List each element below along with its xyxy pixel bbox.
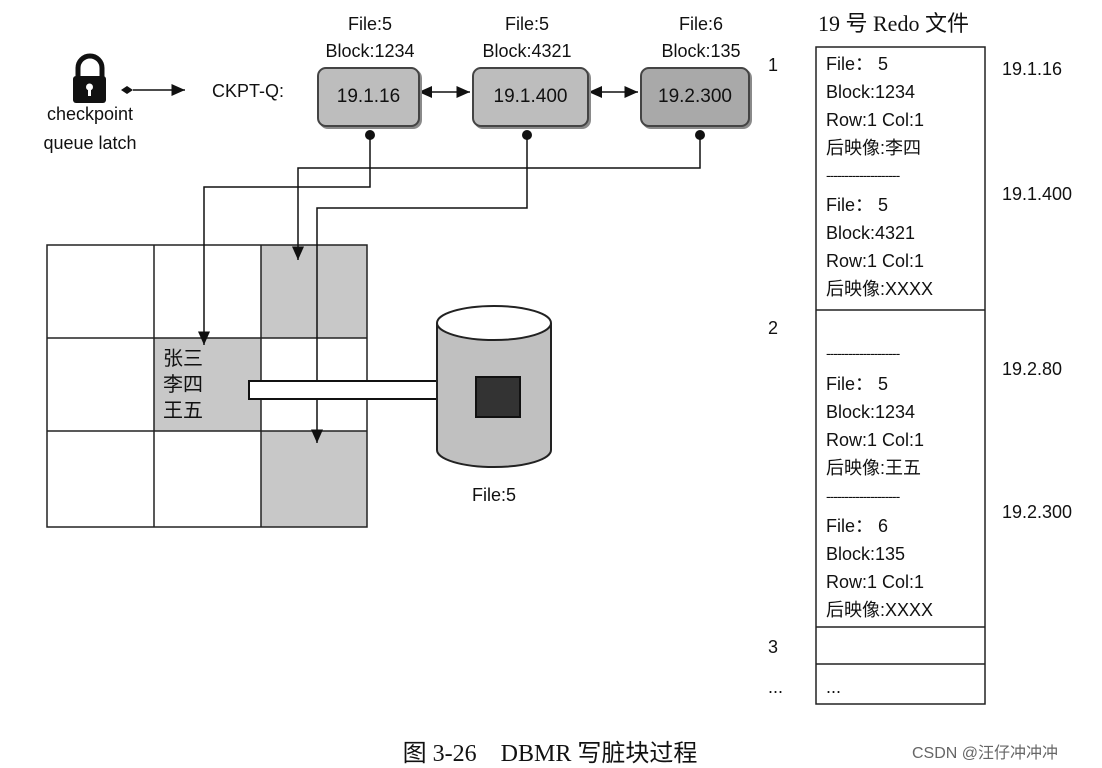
write-arrow bbox=[248, 366, 469, 414]
pointer-arrow-3 bbox=[292, 135, 701, 260]
node-1-block: Block:1234 bbox=[325, 41, 415, 61]
redo-entry-2-image: 后映像:XXXX bbox=[826, 279, 934, 299]
redo-block-number-3: 3 bbox=[768, 637, 779, 657]
redo-entry-1-file: File： 5 bbox=[826, 54, 889, 74]
node-2-block: Block:4321 bbox=[482, 41, 572, 61]
node-3-file: File:6 bbox=[678, 14, 723, 34]
figure-caption: 图 3-26 DBMR 写脏块过程 bbox=[402, 741, 698, 767]
redo-separator-1: -------------------- bbox=[826, 167, 900, 183]
redo-entry-3-rowcol: Row:1 Col:1 bbox=[826, 430, 925, 450]
redo-entry-3-file: File： 5 bbox=[826, 374, 889, 394]
pointer-arrow-1 bbox=[198, 135, 371, 345]
redo-rba-2: 19.1.400 bbox=[1002, 184, 1073, 204]
buffer-line-1: 张三 bbox=[163, 348, 203, 370]
buffer-cell-text: 张三 李四 王五 bbox=[163, 346, 203, 424]
redo-tail: ... bbox=[826, 677, 842, 697]
latch-label-line1: checkpoint bbox=[46, 104, 134, 124]
redo-entry-1-block: Block:1234 bbox=[826, 82, 916, 102]
redo-separator-3: -------------------- bbox=[826, 488, 900, 504]
datafile-block bbox=[475, 376, 521, 418]
redo-entry-1: File： 5 Block:1234 Row:1 Col:1 后映像:李四 bbox=[826, 50, 924, 162]
buffer-cache-grid bbox=[46, 244, 368, 528]
redo-entry-2-block: Block:4321 bbox=[826, 223, 916, 243]
datafile-cylinder bbox=[436, 305, 552, 468]
redo-block-number-1: 1 bbox=[768, 55, 779, 75]
lock-icon bbox=[73, 53, 106, 103]
ckpt-node-1-rba: 19.1.16 bbox=[336, 86, 401, 107]
redo-file-box bbox=[815, 46, 986, 705]
latch-label-line2: queue latch bbox=[43, 133, 137, 153]
buffer-line-3: 王五 bbox=[163, 400, 203, 422]
watermark: CSDN @汪仔冲冲冲 bbox=[912, 745, 1059, 762]
ckpt-node-1: 19.1.16 bbox=[317, 67, 420, 127]
datafile-label: File:5 bbox=[471, 485, 516, 505]
latch-arrow bbox=[121, 84, 185, 96]
ckpt-node-2-rba: 19.1.400 bbox=[493, 86, 568, 107]
pointer-arrow-2 bbox=[311, 135, 528, 443]
redo-entry-3: File： 5 Block:1234 Row:1 Col:1 后映像:王五 bbox=[826, 370, 924, 482]
redo-entry-2-file: File： 5 bbox=[826, 195, 889, 215]
redo-entry-4: File： 6 Block:135 Row:1 Col:1 后映像:XXXX bbox=[826, 512, 933, 624]
redo-entry-3-image: 后映像:王五 bbox=[826, 458, 922, 478]
redo-entry-4-file: File： 6 bbox=[826, 516, 889, 536]
redo-entry-4-image: 后映像:XXXX bbox=[826, 600, 934, 620]
redo-separator-2: -------------------- bbox=[826, 345, 900, 361]
node-3-block: Block:135 bbox=[661, 41, 741, 61]
ckpt-node-3: 19.2.300 bbox=[640, 67, 750, 127]
redo-block-number-more: ... bbox=[768, 677, 784, 697]
node-1-file: File:5 bbox=[347, 14, 392, 34]
redo-entry-1-rowcol: Row:1 Col:1 bbox=[826, 110, 925, 130]
buffer-line-2: 李四 bbox=[163, 374, 203, 396]
redo-rba-1: 19.1.16 bbox=[1002, 59, 1063, 79]
redo-entry-2: File： 5 Block:4321 Row:1 Col:1 后映像:XXXX bbox=[826, 191, 933, 303]
redo-entry-1-image: 后映像:李四 bbox=[826, 138, 922, 158]
ckpt-node-2: 19.1.400 bbox=[472, 67, 589, 127]
ckpt-q-label: CKPT-Q: bbox=[212, 81, 285, 101]
ckpt-node-3-rba: 19.2.300 bbox=[658, 86, 732, 107]
redo-entry-4-block: Block:135 bbox=[826, 544, 906, 564]
redo-entry-3-block: Block:1234 bbox=[826, 402, 916, 422]
node-2-file: File:5 bbox=[504, 14, 549, 34]
redo-block-number-2: 2 bbox=[768, 318, 779, 338]
redo-rba-4: 19.2.300 bbox=[1002, 502, 1073, 522]
redo-rba-3: 19.2.80 bbox=[1002, 359, 1063, 379]
redo-title: 19 号 Redo 文件 bbox=[818, 11, 969, 36]
redo-entry-2-rowcol: Row:1 Col:1 bbox=[826, 251, 925, 271]
redo-entry-4-rowcol: Row:1 Col:1 bbox=[826, 572, 925, 592]
